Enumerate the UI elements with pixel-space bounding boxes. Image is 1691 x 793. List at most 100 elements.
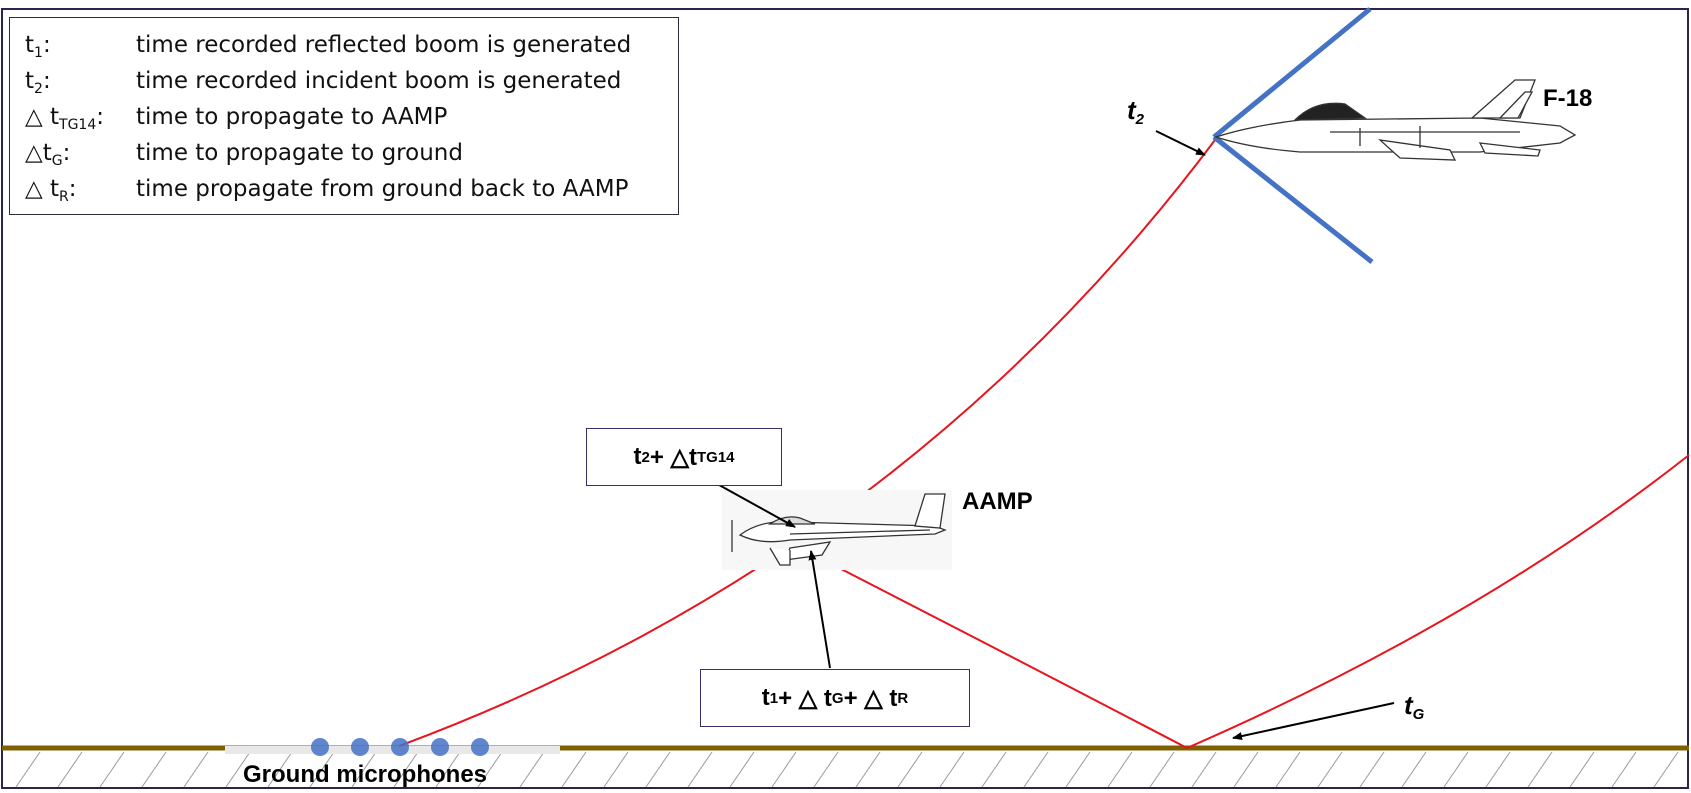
f18-aircraft — [1213, 79, 1577, 161]
callout-delta-t: + △t — [649, 443, 697, 471]
tg-label-base: t — [1404, 690, 1413, 720]
legend-symbol: t2: — [25, 68, 51, 97]
microphone-dot — [351, 738, 369, 756]
f18-label: F-18 — [1543, 85, 1593, 112]
legend-description: time propagate from ground back to AAMP — [136, 176, 629, 202]
arrow-t2 — [1155, 130, 1206, 156]
hatch-line — [1107, 751, 1133, 788]
hatch-line — [1485, 751, 1511, 788]
hatch-line — [939, 751, 965, 788]
legend-symbol: t1: — [25, 32, 51, 61]
microphone-dot — [431, 738, 449, 756]
hatch-line — [15, 751, 41, 788]
legend-symbol-colon: : — [62, 140, 71, 166]
legend-symbol-sub: 2 — [34, 81, 43, 97]
hatch-line — [1149, 751, 1175, 788]
hatch-line — [477, 751, 503, 788]
hatch-line — [309, 751, 335, 788]
legend-row: △ tR: time propagate from ground back to … — [10, 176, 678, 208]
hatch-line — [1359, 751, 1385, 788]
hatch-line — [99, 751, 125, 788]
ground-microphones — [311, 738, 489, 756]
hatch-line — [1023, 751, 1049, 788]
legend-description: time recorded reflected boom is generate… — [136, 32, 632, 58]
hatch-line — [687, 751, 713, 788]
legend-description: time recorded incident boom is generated — [136, 68, 622, 94]
legend-description: time to propagate to AAMP — [136, 104, 448, 130]
hatch-line — [1191, 751, 1217, 788]
hatch-line — [393, 751, 419, 788]
legend-box: t1:time recorded reflected boom is gener… — [9, 17, 679, 215]
hatch-line — [1611, 751, 1637, 788]
hatch-line — [1065, 751, 1091, 788]
hatch-line — [57, 751, 83, 788]
legend-symbol: △ tR: — [25, 176, 77, 205]
hatch-line — [1233, 751, 1259, 788]
microphone-dot — [391, 738, 409, 756]
legend-symbol-base: t — [25, 68, 35, 94]
aamp-aircraft — [722, 490, 952, 570]
hatch-line — [897, 751, 923, 788]
callout-delta-tg: + △ t — [778, 684, 832, 712]
callout-t2-base: t — [633, 443, 642, 470]
callout-t1-sub: 1 — [769, 689, 779, 707]
hatch-line — [1275, 751, 1301, 788]
hatch-line — [1317, 751, 1343, 788]
legend-description: time to propagate to ground — [136, 140, 463, 166]
hatch-line — [267, 751, 293, 788]
ground-hatching — [15, 751, 1679, 788]
hatch-line — [141, 751, 167, 788]
hatch-line — [435, 751, 461, 788]
ground-microphones-label: Ground microphones — [243, 761, 488, 788]
aamp-label: AAMP — [962, 488, 1033, 515]
hatch-line — [225, 751, 251, 788]
legend-row: t1: time recorded reflected boom is gener… — [10, 32, 678, 64]
legend-symbol-colon: : — [96, 104, 104, 130]
t2-label-sub: 2 — [1135, 111, 1145, 128]
legend-symbol-colon: : — [68, 176, 77, 202]
hatch-line — [1527, 751, 1553, 788]
callout-r-sub: R — [897, 689, 909, 707]
hatch-line — [855, 751, 881, 788]
hatch-line — [1653, 751, 1679, 788]
legend-symbol: △tG: — [25, 140, 70, 169]
legend-symbol-sub: G — [51, 153, 63, 169]
hatch-line — [1443, 751, 1469, 788]
legend-symbol-base: t — [25, 32, 35, 58]
arrow-tg — [1232, 702, 1395, 740]
legend-symbol-sub: 1 — [34, 45, 43, 61]
legend-symbol-colon: : — [42, 32, 51, 58]
legend-symbol-base: △ t — [25, 176, 60, 202]
tg-label: tG — [1404, 690, 1424, 723]
hatch-line — [813, 751, 839, 788]
hatch-line — [603, 751, 629, 788]
hatch-line — [351, 751, 377, 788]
callout-delta-tr: + △ t — [843, 684, 898, 712]
shock-wave-upper — [1212, 7, 1372, 139]
microphone-dot — [471, 738, 489, 756]
t2-label-base: t — [1127, 95, 1136, 125]
legend-symbol: △ tTG14: — [25, 104, 104, 133]
legend-row: △tG: time to propagate to ground — [10, 140, 678, 172]
t2-label: t2 — [1127, 95, 1144, 128]
arrow-reflected-callout — [808, 550, 831, 669]
hatch-line — [645, 751, 671, 788]
hatch-line — [1569, 751, 1595, 788]
legend-symbol-sub: R — [59, 189, 69, 205]
legend-symbol-sub: TG14 — [59, 117, 97, 133]
diagram-frame — [1, 8, 1689, 789]
hatch-line — [519, 751, 545, 788]
hatch-line — [771, 751, 797, 788]
reflected-ray-up — [1186, 454, 1690, 749]
hatch-line — [981, 751, 1007, 788]
incident-ray — [398, 139, 1216, 747]
hatch-line — [183, 751, 209, 788]
reflected-ray-down — [803, 549, 1188, 749]
legend-symbol-colon: : — [42, 68, 51, 94]
legend-symbol-base: △ t — [25, 104, 60, 130]
hatch-line — [561, 751, 587, 788]
callout-t1-base: t — [761, 684, 770, 711]
